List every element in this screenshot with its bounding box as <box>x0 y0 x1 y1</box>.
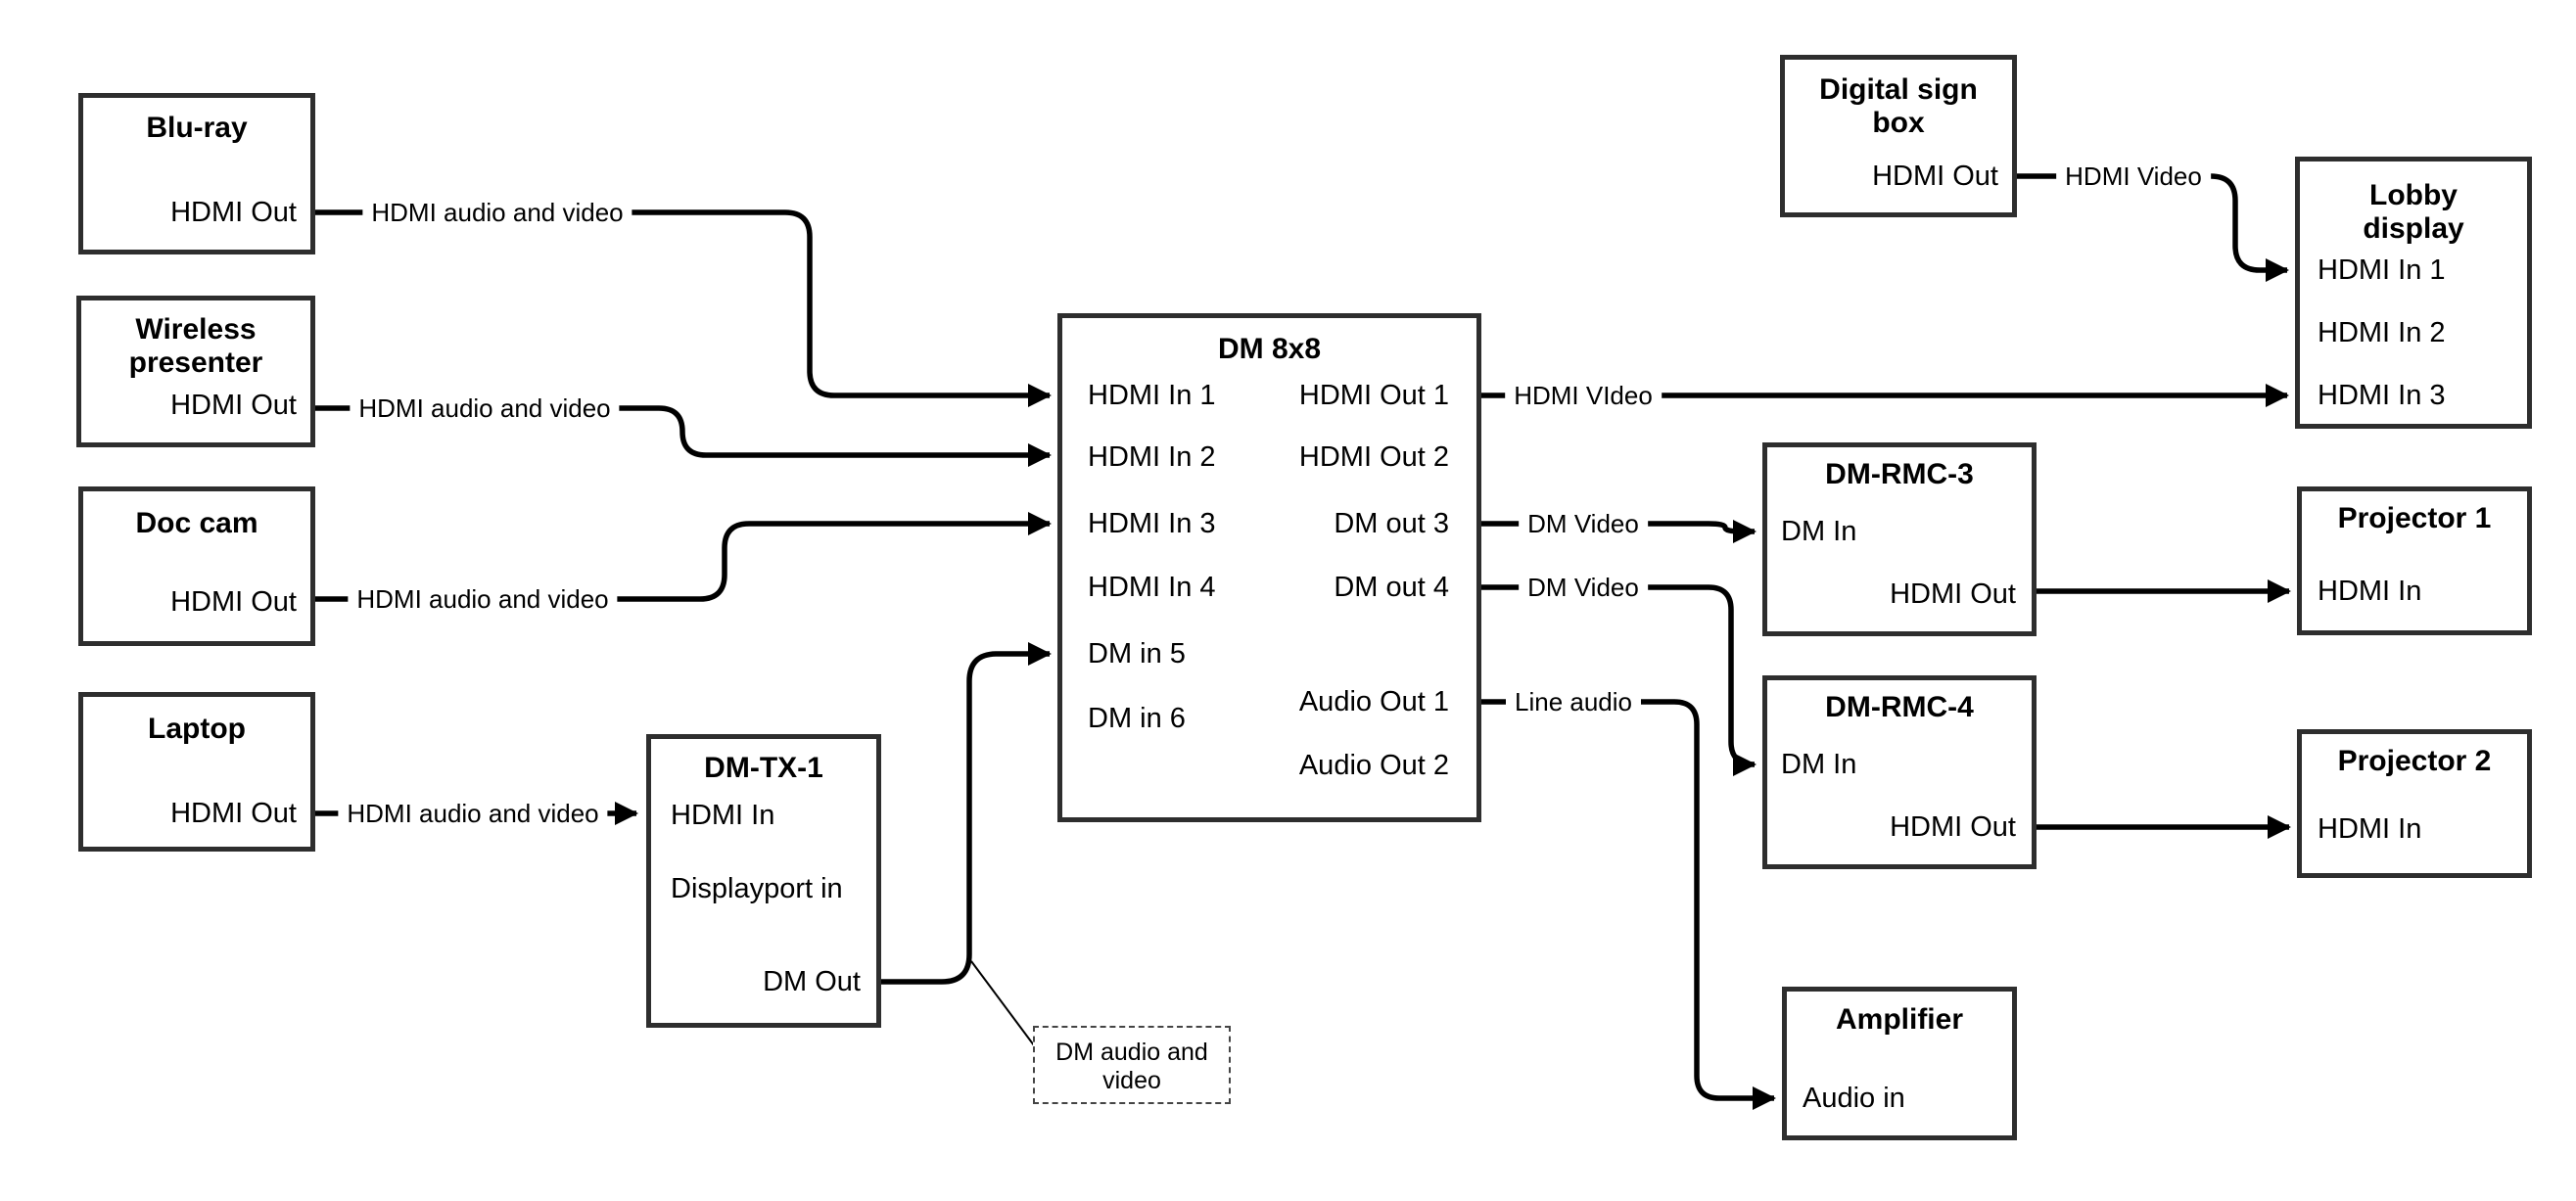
port-dmtx1-hdmi-in: HDMI In <box>671 800 775 831</box>
port-proj2-hdmi-in: HDMI In <box>2318 813 2422 845</box>
port-bluray-hdmi-out: HDMI Out <box>170 197 297 228</box>
port-dm8x8-dm-out-4: DM out 4 <box>1334 572 1449 603</box>
node-amplifier-title: Amplifier <box>1835 1003 1964 1036</box>
port-dm8x8-dm-in-5: DM in 5 <box>1088 638 1186 670</box>
node-digital-sign-box[interactable]: Digital sign box HDMI Out <box>1780 55 2017 217</box>
edge-label-laptop: HDMI audio and video <box>338 799 608 828</box>
port-dmrmc4-hdmi-out: HDMI Out <box>1890 811 2016 843</box>
note-dm-audio-video: DM audio and video <box>1033 1026 1231 1104</box>
node-dm8x8-title: DM 8x8 <box>1217 333 1322 365</box>
port-dmtx1-displayport-in: Displayport in <box>671 873 843 904</box>
edge-label-dm-video-4: DM Video <box>1519 573 1648 602</box>
node-dmrmc4-title: DM-RMC-4 <box>1825 691 1974 723</box>
node-laptop[interactable]: Laptop HDMI Out <box>78 692 315 852</box>
port-dmtx1-dm-out: DM Out <box>763 966 861 997</box>
node-wireless-title: Wireless presenter <box>128 313 263 379</box>
port-proj1-hdmi-in: HDMI In <box>2318 576 2422 607</box>
port-lobby-hdmi-in-1: HDMI In 1 <box>2318 254 2446 286</box>
port-dm8x8-dm-in-6: DM in 6 <box>1088 703 1186 734</box>
port-dm8x8-hdmi-out-2: HDMI Out 2 <box>1298 441 1449 473</box>
node-wireless-presenter[interactable]: Wireless presenter HDMI Out <box>76 296 315 447</box>
node-dmrmc4[interactable]: DM-RMC-4 DM In HDMI Out <box>1762 675 2037 869</box>
node-laptop-title: Laptop <box>148 713 246 745</box>
edge-label-wireless: HDMI audio and video <box>350 393 620 423</box>
node-doccam-title: Doc cam <box>135 507 258 539</box>
node-doccam[interactable]: Doc cam HDMI Out <box>78 486 315 646</box>
port-amplifier-audio-in: Audio in <box>1803 1083 1905 1114</box>
connector-dmtx1-to-dm8x8-in5 <box>881 641 1053 985</box>
port-doccam-hdmi-out: HDMI Out <box>170 586 297 618</box>
port-dm8x8-hdmi-in-3: HDMI In 3 <box>1088 508 1216 539</box>
port-lobby-hdmi-in-2: HDMI In 2 <box>2318 317 2446 348</box>
port-laptop-hdmi-out: HDMI Out <box>170 798 297 829</box>
connector-dm8x8-audio1-to-amplifier <box>1481 699 1777 1111</box>
port-dmrmc3-dm-in: DM In <box>1781 516 1857 547</box>
node-bluray-title: Blu-ray <box>146 112 248 144</box>
edge-label-doccam: HDMI audio and video <box>348 584 618 614</box>
port-dm8x8-hdmi-in-4: HDMI In 4 <box>1088 572 1216 603</box>
node-proj1-title: Projector 1 <box>2337 502 2492 534</box>
connector-dm8x8-out4-to-dmrmc4 <box>1481 584 1757 777</box>
port-dm8x8-hdmi-in-1: HDMI In 1 <box>1088 380 1216 411</box>
port-dm8x8-audio-out-1: Audio Out 1 <box>1298 686 1449 717</box>
node-dmtx1-title: DM-TX-1 <box>704 752 823 784</box>
node-lobby-title: Lobby display <box>2363 179 2464 245</box>
port-lobby-hdmi-in-3: HDMI In 3 <box>2318 380 2446 411</box>
edge-label-line-audio: Line audio <box>1506 687 1641 716</box>
port-dm8x8-hdmi-out-1: HDMI Out 1 <box>1298 380 1449 411</box>
node-digitalsign-title: Digital sign box <box>1819 73 1978 139</box>
node-bluray[interactable]: Blu-ray HDMI Out <box>78 93 315 254</box>
node-dm8x8[interactable]: DM 8x8 HDMI In 1 HDMI In 2 HDMI In 3 HDM… <box>1057 313 1481 822</box>
node-dmrmc3[interactable]: DM-RMC-3 DM In HDMI Out <box>1762 442 2037 636</box>
edge-label-hdmi-video-sign: HDMI Video <box>2056 162 2211 191</box>
node-projector1[interactable]: Projector 1 HDMI In <box>2297 486 2532 635</box>
node-lobby-display[interactable]: Lobby display HDMI In 1 HDMI In 2 HDMI I… <box>2295 157 2532 429</box>
node-proj2-title: Projector 2 <box>2337 745 2492 777</box>
port-dm8x8-hdmi-in-2: HDMI In 2 <box>1088 441 1216 473</box>
connector-bluray-to-dm8x8-in1 <box>315 209 1053 408</box>
node-dmrmc3-title: DM-RMC-3 <box>1825 458 1974 490</box>
port-wireless-hdmi-out: HDMI Out <box>170 390 297 421</box>
port-dmrmc3-hdmi-out: HDMI Out <box>1890 578 2016 610</box>
port-digitalsign-hdmi-out: HDMI Out <box>1872 161 1998 192</box>
node-dmtx1[interactable]: DM-TX-1 HDMI In Displayport in DM Out <box>646 734 881 1028</box>
node-projector2[interactable]: Projector 2 HDMI In <box>2297 729 2532 878</box>
edge-label-hdmi-video-out1: HDMI VIdeo <box>1505 381 1662 410</box>
port-dmrmc4-dm-in: DM In <box>1781 749 1857 780</box>
note-callout-line <box>970 960 1035 1046</box>
node-amplifier[interactable]: Amplifier Audio in <box>1782 987 2017 1140</box>
edge-label-dm-video-3: DM Video <box>1519 509 1648 538</box>
port-dm8x8-dm-out-3: DM out 3 <box>1334 508 1449 539</box>
port-dm8x8-audio-out-2: Audio Out 2 <box>1298 750 1449 781</box>
edge-label-bluray: HDMI audio and video <box>362 198 632 227</box>
